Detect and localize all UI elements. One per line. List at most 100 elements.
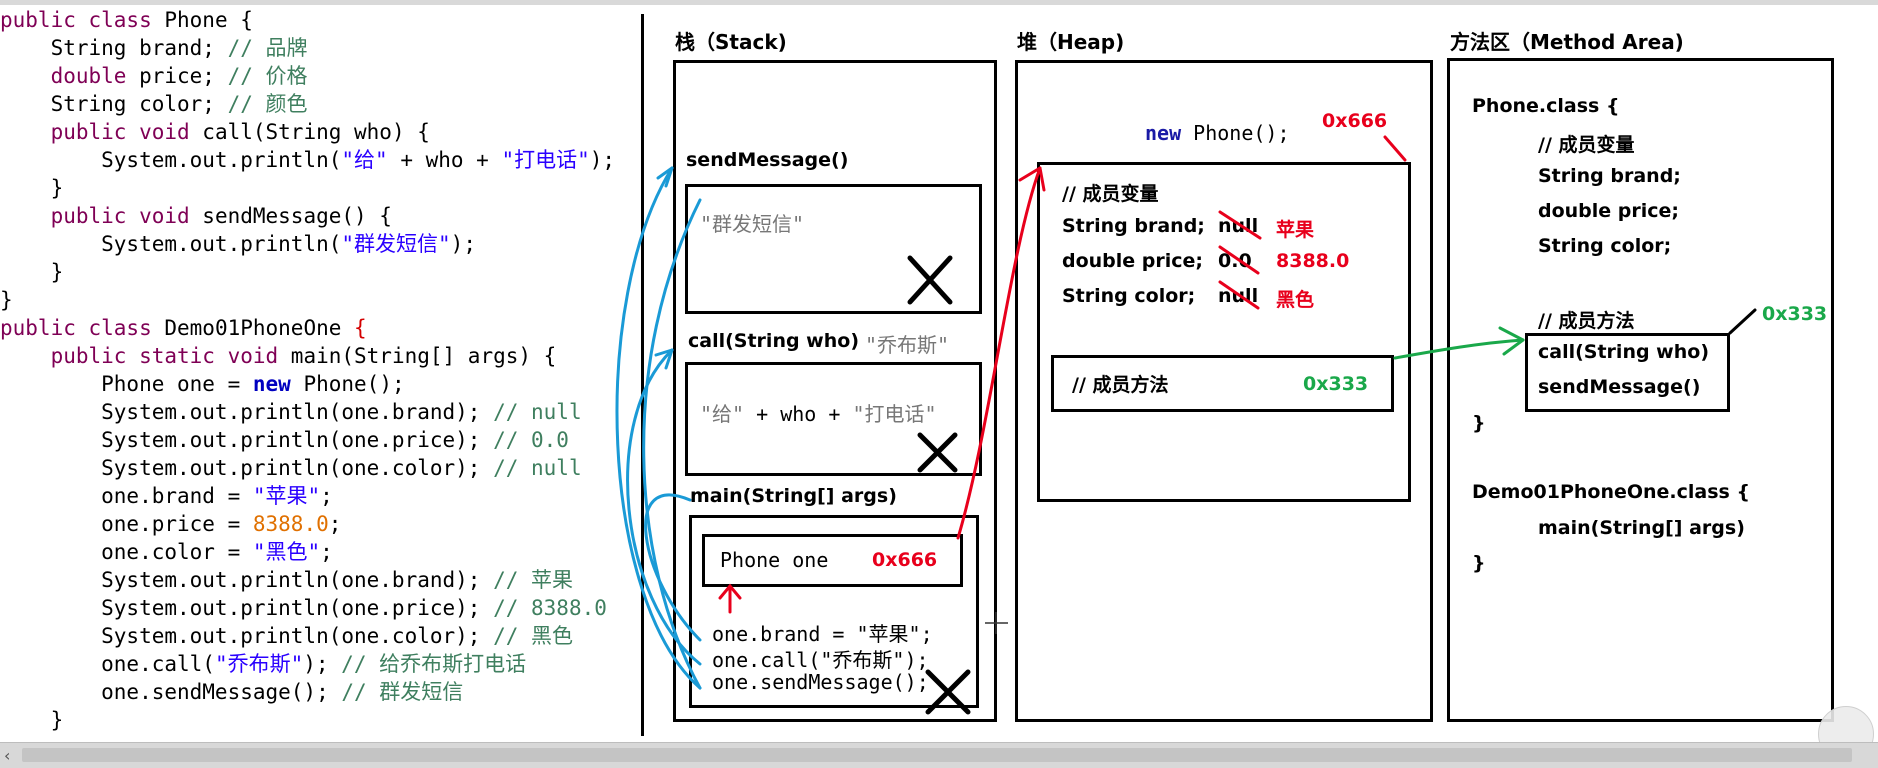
main-stmt-brand: one.brand = "苹果"; xyxy=(712,622,933,646)
main-stmt-send: one.sendMessage(); xyxy=(712,670,929,694)
code-token: System.out.println(one.color); xyxy=(0,456,494,480)
ma-methods-comment: // 成员方法 xyxy=(1538,310,1635,332)
call-frame xyxy=(685,362,982,476)
code-line: System.out.println(one.brand); // null xyxy=(0,398,640,426)
code-token: one.color = xyxy=(0,540,253,564)
code-token: // 品牌 xyxy=(227,36,308,60)
phone-class-close: } xyxy=(1472,412,1486,434)
code-line: one.price = 8388.0; xyxy=(0,510,640,538)
code-line: System.out.println("群发短信"); xyxy=(0,230,640,258)
method-area-title: 方法区（Method Area) xyxy=(1450,30,1684,54)
code-token: 8388.0 xyxy=(252,512,329,536)
code-token: String brand; xyxy=(0,36,228,60)
code-line: double price; // 价格 xyxy=(0,62,640,90)
heap-brand-new-value: 苹果 xyxy=(1276,219,1315,241)
code-token: System.out.println(one.price); xyxy=(0,428,494,452)
strike-brand xyxy=(1218,210,1262,240)
main-frame-cross xyxy=(925,669,971,715)
heap-new-expression: new Phone(); xyxy=(1145,121,1290,145)
code-line: public void sendMessage() { xyxy=(0,202,640,230)
arrow-send-message xyxy=(615,166,702,690)
cursor-crosshair xyxy=(985,612,1008,634)
top-edge xyxy=(0,0,1878,5)
call-frame-content: "给" + who + "打电话" xyxy=(700,402,937,426)
code-token: } xyxy=(0,176,64,200)
code-line: Phone one = new Phone(); xyxy=(0,370,640,398)
scrollbar-thumb[interactable] xyxy=(22,748,1852,762)
code-token: Phone(); xyxy=(290,372,405,396)
code-line: public static void main(String[] args) { xyxy=(0,342,640,370)
code-token: public static void xyxy=(0,344,291,368)
heap-box xyxy=(1015,60,1433,722)
code-token: price; xyxy=(139,64,228,88)
horizontal-scrollbar[interactable]: ‹ xyxy=(0,742,1878,768)
ma-method-call: call(String who) xyxy=(1538,341,1709,363)
main-frame-label: main(String[] args) xyxy=(690,485,897,507)
code-line: System.out.println("给" + who + "打电话"); xyxy=(0,146,640,174)
heap-members-comment: // 成员变量 xyxy=(1062,183,1159,205)
code-token: System.out.println( xyxy=(0,148,342,172)
phone-one-variable xyxy=(702,534,963,587)
stack-box xyxy=(673,60,997,722)
ma-field-brand: String brand; xyxy=(1538,165,1681,187)
code-token: // 给乔布斯打电话 xyxy=(341,652,527,676)
code-line: one.sendMessage(); // 群发短信 xyxy=(0,678,640,706)
code-line: } xyxy=(0,174,640,202)
code-token: one.call( xyxy=(0,652,215,676)
heap-field-brand: String brand; xyxy=(1062,215,1205,237)
ma-members-comment: // 成员变量 xyxy=(1538,134,1635,156)
heap-object-address: 0x666 xyxy=(1322,110,1388,132)
call-frame-arg: "乔布斯" xyxy=(865,333,950,357)
code-token: String color; xyxy=(0,92,228,116)
code-line: System.out.println(one.price); // 0.0 xyxy=(0,426,640,454)
code-token: Phone one = xyxy=(0,372,253,396)
code-token: } xyxy=(0,708,64,732)
code-line: System.out.println(one.price); // 8388.0 xyxy=(0,594,640,622)
code-token: public class xyxy=(0,316,165,340)
code-line: one.call("乔布斯"); // 给乔布斯打电话 xyxy=(0,650,640,678)
code-token: public void xyxy=(0,120,203,144)
code-line: one.brand = "苹果"; xyxy=(0,482,640,510)
code-token: ); xyxy=(589,148,616,172)
stack-title: 栈（Stack) xyxy=(675,30,787,54)
ma-methods-box xyxy=(1525,333,1730,412)
code-token: // 群发短信 xyxy=(341,680,464,704)
code-line: System.out.println(one.brand); // 苹果 xyxy=(0,566,640,594)
code-token: // null xyxy=(493,456,582,480)
code-token: sendMessage() { xyxy=(202,204,392,228)
cross-marks xyxy=(907,255,971,715)
code-token: // 颜色 xyxy=(227,92,308,116)
arrow-to-method-area xyxy=(1393,338,1525,360)
code-line: public void call(String who) { xyxy=(0,118,640,146)
code-token: "乔布斯" xyxy=(214,652,304,676)
code-token: Phone xyxy=(164,8,241,32)
code-token: // 8388.0 xyxy=(493,596,607,620)
code-line: one.color = "黑色"; xyxy=(0,538,640,566)
code-line: } xyxy=(0,706,640,734)
code-line: public class Phone { xyxy=(0,6,640,34)
arrow-to-heap-object xyxy=(956,166,1042,540)
code-token: ); xyxy=(303,652,342,676)
demo-class-close: } xyxy=(1472,552,1486,574)
main-frame xyxy=(689,515,979,708)
heap-color-new-value: 黑色 xyxy=(1276,289,1315,311)
strike-color xyxy=(1218,280,1260,310)
code-token: { xyxy=(354,316,367,340)
scroll-left-icon[interactable]: ‹ xyxy=(4,746,11,765)
code-token: + who + xyxy=(387,148,502,172)
code-token: double xyxy=(0,64,140,88)
heap-field-color: String color; xyxy=(1062,285,1196,307)
blue-arrows xyxy=(615,166,702,690)
panel-divider xyxy=(641,14,644,736)
code-line: System.out.println(one.color); // null xyxy=(0,454,640,482)
heap-price-new-value: 8388.0 xyxy=(1276,250,1350,272)
send-message-content: "群发短信" xyxy=(700,212,805,236)
code-token: // 苹果 xyxy=(493,568,574,592)
code-token: { xyxy=(240,8,253,32)
red-arrows xyxy=(718,135,1407,614)
heap-methods-box xyxy=(1051,355,1394,412)
code-token: } xyxy=(0,288,13,312)
code-token: one.brand = xyxy=(0,484,253,508)
code-token: main(String[] args) { xyxy=(290,344,557,368)
code-token: System.out.println(one.brand); xyxy=(0,400,494,424)
